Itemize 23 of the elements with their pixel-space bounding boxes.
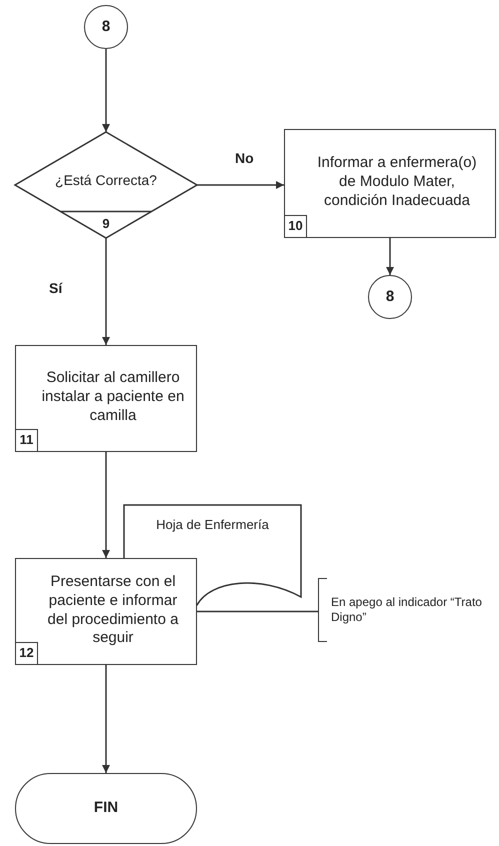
- process-box: [284, 129, 496, 238]
- step-text: Solicitar al camillero instalar a paciente en camilla: [40, 369, 186, 426]
- arrow: [102, 452, 110, 558]
- annotation-text: En apego al indicador “Trato Digno”: [331, 595, 483, 625]
- edge-label: Sí: [46, 280, 66, 296]
- process-box: [15, 558, 197, 665]
- terminal: FIN: [15, 773, 197, 844]
- arrow: [386, 238, 394, 275]
- arrow: [102, 238, 110, 345]
- decision-text: ¿Está Correcta?: [54, 172, 158, 190]
- step-number: 9: [101, 216, 111, 232]
- connector-circle: 8: [368, 275, 412, 319]
- process-box: [15, 345, 197, 452]
- step-number: 11: [16, 429, 38, 451]
- arrow: [197, 181, 284, 189]
- arrow: [102, 49, 110, 132]
- step-text: Informar a enfermera(o) de Modulo Mater, condición Inadecuada: [316, 154, 478, 211]
- step-text: Presentarse con el paciente e informar del procedimiento a seguir: [46, 573, 180, 648]
- step-number: 10: [285, 215, 307, 237]
- connector-circle: 8: [84, 5, 128, 49]
- arrow: [102, 665, 110, 773]
- step-number: 12: [16, 642, 38, 664]
- document-label: Hoja de Enfermería: [156, 517, 269, 534]
